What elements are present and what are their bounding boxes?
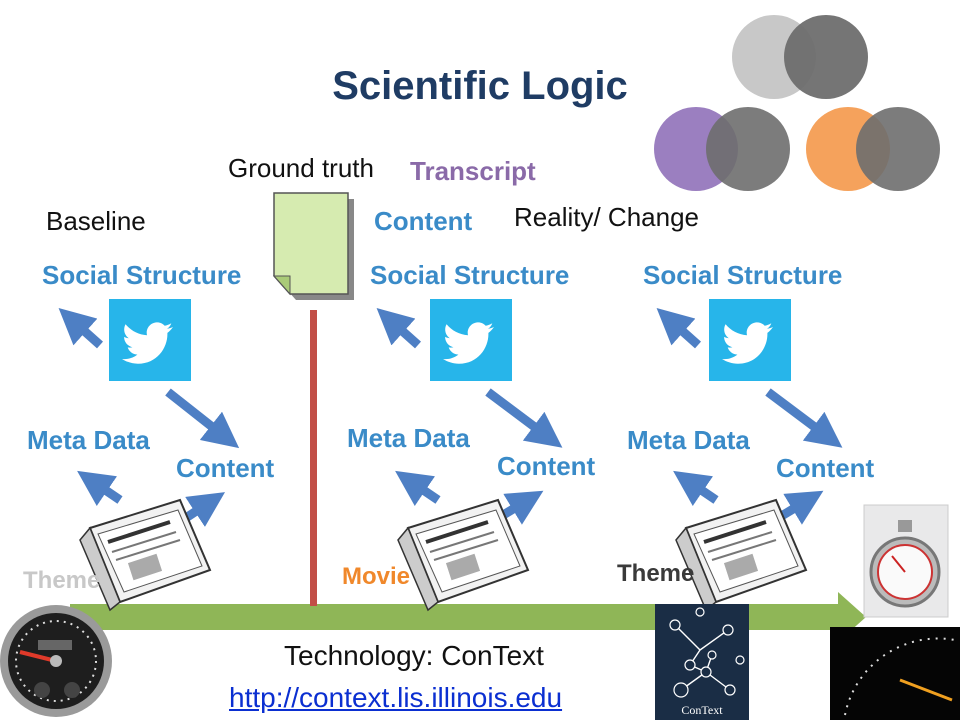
twitter-icon [709,299,791,381]
social-structure-label: Social Structure [643,260,843,290]
reality-change-label: Reality/ Change [514,202,699,232]
venn-circles-icon [654,15,940,191]
social-structure-label: Social Structure [370,260,570,290]
context-link[interactable]: http://context.lis.illinois.edu [229,682,563,713]
content-label: Content [776,453,875,483]
stopwatch-icon [863,504,949,618]
meta-data-label: Meta Data [347,423,470,453]
transcript-label: Transcript [410,156,536,186]
technology-label: Technology: ConText [284,640,544,671]
content-label: Content [176,453,275,483]
speedometer-icon [830,627,960,720]
newspaper-icon [397,498,530,612]
theme-label-reality: Theme [617,560,695,587]
content-heading: Content [374,206,473,236]
twitter-icon [430,299,512,381]
page-title: Scientific Logic [332,64,628,108]
ground-truth-line [310,310,317,606]
svg-text:ConText: ConText [681,703,723,717]
newspaper-icon [79,498,212,612]
twitter-icon [109,299,191,381]
newspaper-icon [675,498,808,612]
content-label: Content [497,451,596,481]
movie-label: Movie [342,563,411,590]
meta-data-label: Meta Data [627,425,750,455]
ground-truth-label: Ground truth [228,153,374,183]
social-structure-label: Social Structure [42,260,242,290]
context-logo: ConText [655,604,749,720]
meta-data-label: Meta Data [27,425,150,455]
gauge-icon [0,605,112,717]
theme-label-baseline: Theme [23,567,101,594]
document-icon [272,192,354,300]
baseline-label: Baseline [46,206,146,236]
